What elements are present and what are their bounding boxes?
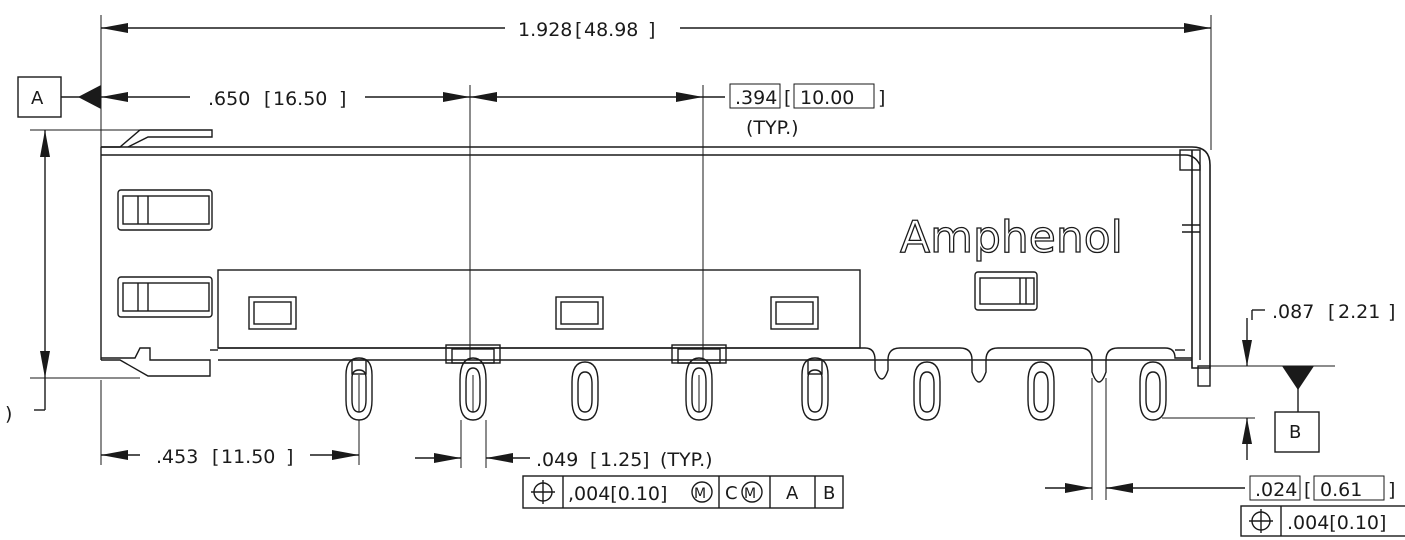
- pin-pitch-inch: .394: [735, 87, 777, 109]
- datum-a-feature: A: [17, 76, 101, 118]
- overall-width-inch: 1.928: [518, 19, 572, 41]
- svg-text:[: [: [1328, 301, 1335, 323]
- svg-text:]: ]: [1388, 479, 1395, 501]
- pin-2: [445, 344, 501, 421]
- pin-width-mm: 1.25: [600, 449, 642, 471]
- pins: [345, 344, 1167, 421]
- pin-1: [345, 357, 373, 421]
- slot-width-mm: 0.61: [1320, 479, 1362, 501]
- latch-window-right: [974, 271, 1038, 311]
- connector-body: Amphenol: [100, 129, 1211, 387]
- standoff-dimension: .087 [ 2.21 ]: [1162, 301, 1395, 460]
- svg-text:]: ]: [339, 88, 346, 110]
- mmc-modifier-icon: M: [691, 481, 713, 503]
- fcf-right-tolerance: .004[0.10]: [1287, 512, 1386, 534]
- latch-window-upper: [117, 189, 213, 231]
- edge-to-pin-dimension: .453 [ 11.50 ]: [101, 446, 359, 468]
- svg-text:[: [: [784, 87, 791, 109]
- pin-pitch-mm: 10.00: [800, 87, 854, 109]
- pin-4: [671, 344, 727, 421]
- fcf-tolerance: ,004[0.10]: [568, 483, 667, 505]
- overall-width-mm-bracket-close: ]: [648, 19, 655, 41]
- slot-width-inch: .024: [1255, 479, 1297, 501]
- left-edge-glyph: ): [5, 403, 12, 425]
- standoff-mm: 2.21: [1338, 301, 1380, 323]
- pin-width-dimension: .049 [ 1.25 ] (TYP.): [415, 449, 713, 471]
- fcf-datum-a: A: [786, 483, 799, 504]
- slot-width-dimension: .024 [ 0.61 ]: [1045, 378, 1395, 501]
- svg-text:[: [: [1304, 479, 1311, 501]
- pin-6: [913, 361, 941, 421]
- datum-b-label: B: [1289, 422, 1301, 443]
- svg-text:]: ]: [878, 87, 885, 109]
- position-symbol-icon: [531, 480, 555, 504]
- svg-text:]: ]: [642, 449, 649, 471]
- overall-width-mm: 48.98: [584, 19, 638, 41]
- svg-text:[: [: [590, 449, 597, 471]
- pin-pitch-note: (TYP.): [746, 117, 799, 139]
- pin-3: [571, 361, 599, 421]
- edge-pin-inch: .453: [156, 446, 198, 468]
- svg-text:1.928: 1.928: [518, 19, 572, 41]
- fcf-datum-b: B: [823, 483, 835, 504]
- pin-8: [1139, 361, 1167, 421]
- datum-b-feature: B: [1274, 366, 1320, 453]
- overall-width-dimension: 1.928 [ 48.98 ]: [100, 15, 1212, 150]
- feature-control-frame-main: ,004[0.10] M C M A B: [522, 475, 844, 509]
- standoff-inch: .087: [1272, 301, 1314, 323]
- svg-text:[: [: [212, 446, 219, 468]
- overall-width-mm-bracket-open: [: [575, 19, 582, 41]
- feature-control-frame-right: .004[0.10]: [1240, 505, 1405, 537]
- pin-width-note: (TYP.): [660, 449, 713, 471]
- svg-text:M: M: [744, 486, 756, 502]
- datum-a-label: A: [31, 88, 44, 109]
- fcf-datum-c: C: [725, 483, 738, 504]
- pin-7: [1027, 361, 1055, 421]
- mmc-modifier-c-icon: M: [741, 481, 763, 503]
- svg-text:M: M: [694, 486, 706, 502]
- datum-pin-mm: 16.50: [273, 88, 327, 110]
- brand-logo: Amphenol: [900, 212, 1123, 263]
- pin-5: [801, 357, 829, 421]
- datum-to-pin-dimension: .650 [ 16.50 ]: [101, 88, 470, 110]
- svg-text:]: ]: [286, 446, 293, 468]
- latch-window-lower: [117, 276, 213, 318]
- pin-pitch-dimension: .394 [ 10.00 ] (TYP.): [470, 83, 885, 139]
- svg-text:]: ]: [1388, 301, 1395, 323]
- position-symbol-icon: [1249, 509, 1273, 533]
- pin-width-inch: .049: [536, 449, 578, 471]
- datum-pin-inch: .650: [208, 88, 250, 110]
- edge-pin-mm: 11.50: [221, 446, 275, 468]
- svg-text:[: [: [264, 88, 271, 110]
